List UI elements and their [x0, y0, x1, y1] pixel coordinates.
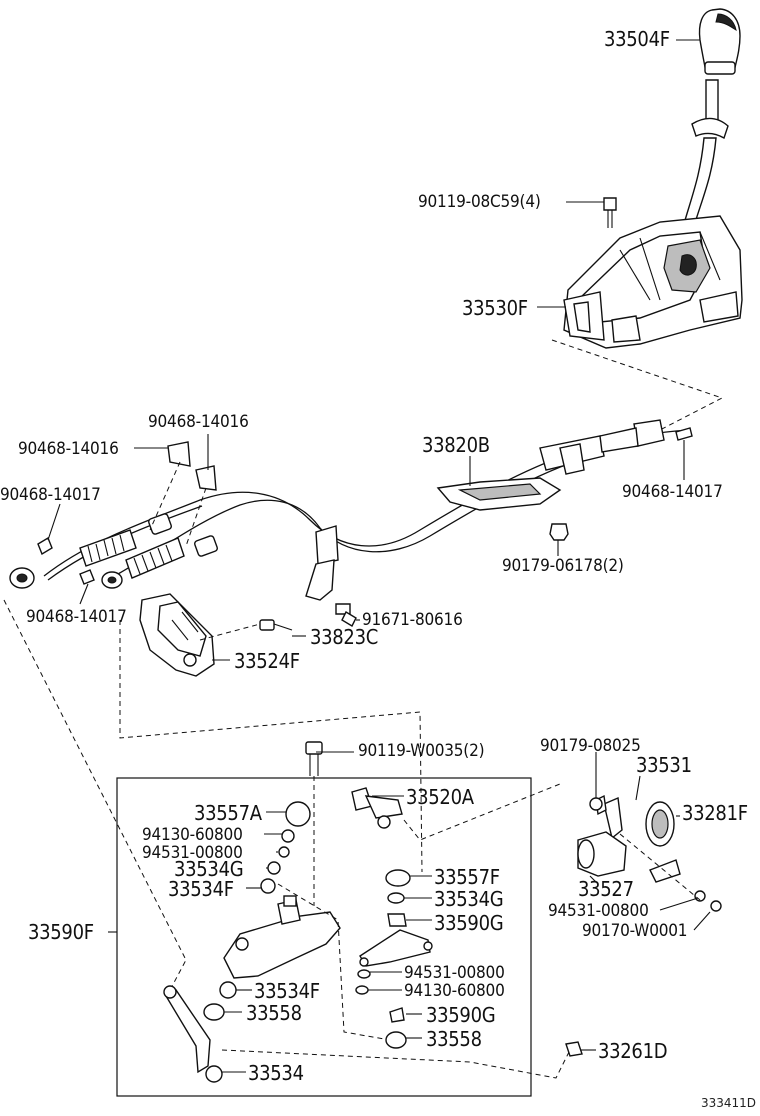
label-33534g-a: 33534G	[174, 857, 244, 881]
label-33590f: 33590F	[28, 920, 94, 944]
label-33524f: 33524F	[234, 649, 300, 673]
bolt-90119-w0035	[305, 741, 323, 776]
label-90179-08025: 90179-08025	[540, 736, 641, 756]
label-33261d: 33261D	[598, 1039, 668, 1063]
lever-33534	[163, 985, 223, 1083]
label-94130-60800-a: 94130-60800	[142, 825, 243, 845]
pin-33520a	[351, 787, 403, 829]
bracket-33590f	[223, 895, 341, 979]
shift-lever	[679, 79, 729, 241]
label-33527: 33527	[578, 877, 634, 901]
label-90119-w0035: 90119-W0035(2)	[358, 741, 485, 761]
label-33520a: 33520A	[406, 785, 474, 809]
label-33590g-b: 33590G	[426, 1003, 496, 1027]
block-33527	[577, 831, 627, 877]
label-33504f: 33504F	[604, 27, 670, 51]
nut-90179-06178	[549, 523, 569, 541]
label-91671-80616: 91671-80616	[362, 610, 463, 630]
label-94531-00800-a: 94531-00800	[142, 843, 243, 863]
label-94130-60800-b: 94130-60800	[404, 981, 505, 1001]
label-90468-14017-right: 90468-14017	[622, 482, 723, 502]
nut-33261d	[565, 1041, 583, 1057]
label-90468-14016-top: 90468-14016	[148, 412, 249, 432]
label-90468-14016-left: 90468-14016	[18, 439, 119, 459]
label-33534g-b: 33534G	[434, 887, 504, 911]
label-33534f-a: 33534F	[168, 877, 234, 901]
label-94531-00800-b: 94531-00800	[548, 901, 649, 921]
bolt-91671	[335, 603, 357, 627]
label-33590g-a: 33590G	[434, 911, 504, 935]
label-90119-08c59: 90119-08C59(4)	[418, 192, 541, 212]
diagram-code: 333411D	[700, 1096, 756, 1110]
label-33558-b: 33558	[426, 1027, 482, 1051]
plate-33590g	[359, 929, 433, 967]
bolt-33823c	[259, 619, 293, 631]
label-33531: 33531	[636, 753, 692, 777]
label-33281f: 33281F	[682, 801, 748, 825]
label-33558-a: 33558	[246, 1001, 302, 1025]
label-33534: 33534	[248, 1061, 304, 1085]
label-90179-06178: 90179-06178(2)	[502, 556, 624, 576]
label-33557f: 33557F	[434, 865, 500, 889]
label-33534f-b: 33534F	[254, 979, 320, 1003]
label-90468-14017-left: 90468-14017	[0, 485, 101, 505]
leader-lines	[47, 39, 711, 1073]
cable-assembly	[9, 419, 691, 601]
label-33557a: 33557A	[194, 801, 262, 825]
cable-bracket-lower	[139, 593, 215, 677]
label-33823c: 33823C	[310, 625, 378, 649]
shift-housing	[563, 215, 743, 349]
label-94531-00800-c: 94531-00800	[404, 963, 505, 983]
disc-33557f	[385, 869, 411, 887]
label-90468-14017-bottom: 90468-14017	[26, 607, 127, 627]
bushing-33281f	[645, 801, 681, 883]
shift-knob	[698, 8, 741, 75]
housing-bolt	[603, 197, 617, 228]
label-33530f: 33530F	[462, 296, 528, 320]
label-90170-w0001: 90170-W0001	[582, 921, 688, 941]
assembly-box	[116, 777, 532, 1097]
ball-33557a	[285, 801, 311, 827]
label-33820b: 33820B	[422, 433, 490, 457]
